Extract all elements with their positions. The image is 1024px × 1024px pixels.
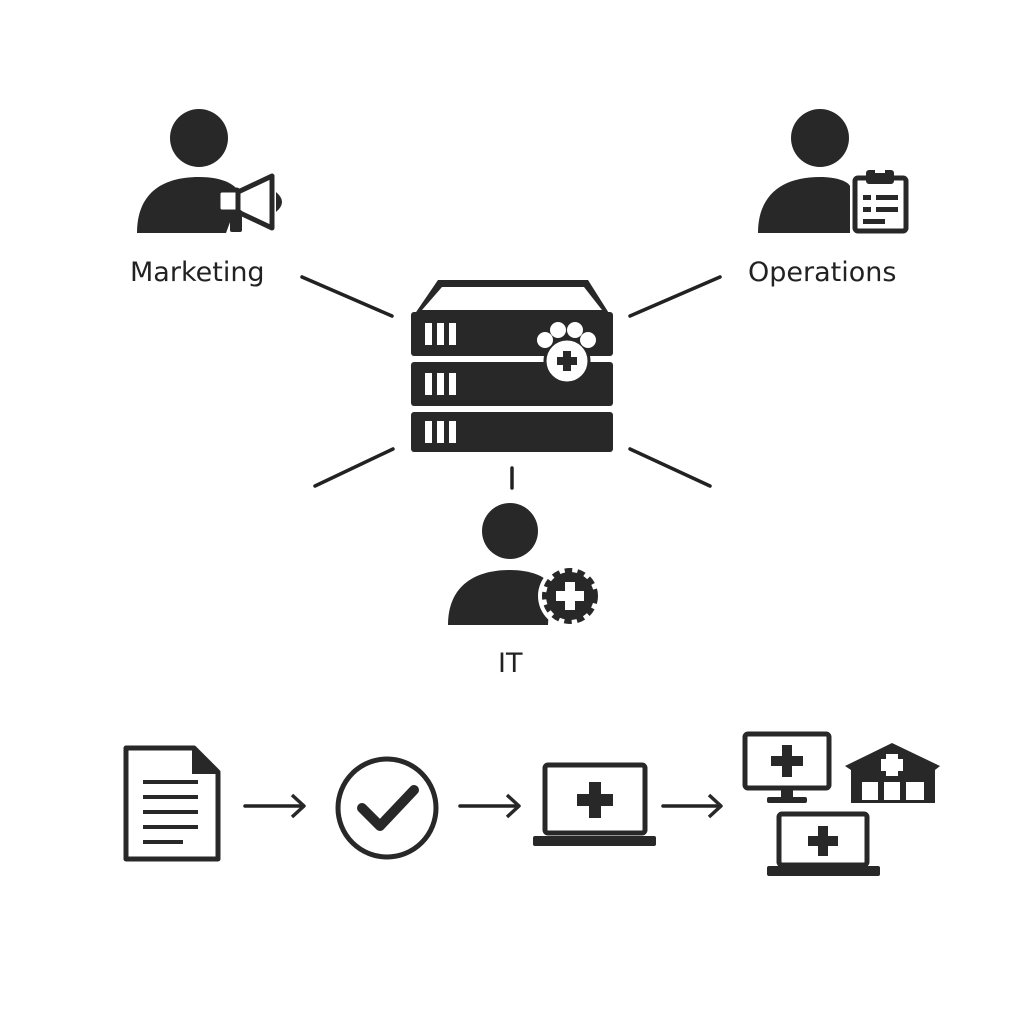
arrow-icon [661, 793, 723, 819]
arrow-icon [458, 793, 521, 819]
connector-operations [628, 275, 722, 318]
megaphone-icon [215, 173, 282, 232]
operations-label: Operations [748, 257, 896, 288]
laptop-medical-icon [767, 811, 880, 876]
connector-right-bottom [628, 447, 712, 488]
arrow-icon [243, 793, 306, 819]
document-icon [123, 745, 221, 862]
connector-left-bottom [313, 447, 395, 488]
checkmark-circle-icon [335, 756, 439, 860]
marketing-label: Marketing [130, 257, 265, 288]
clinic-building-icon [845, 743, 940, 803]
marketing-person-icon [137, 109, 240, 233]
connector-marketing [300, 275, 394, 318]
it-label: IT [498, 648, 523, 679]
laptop-medical-icon [533, 762, 656, 846]
operations-person-icon [758, 109, 850, 233]
connectors [300, 275, 722, 490]
gear-medical-icon [538, 564, 602, 628]
multi-device-clinic-icon [742, 731, 940, 876]
paw-medical-icon [537, 322, 596, 385]
monitor-medical-icon [742, 731, 832, 803]
it-person-icon [448, 503, 550, 625]
server-icon [411, 280, 613, 452]
clipboard-icon [852, 168, 909, 234]
